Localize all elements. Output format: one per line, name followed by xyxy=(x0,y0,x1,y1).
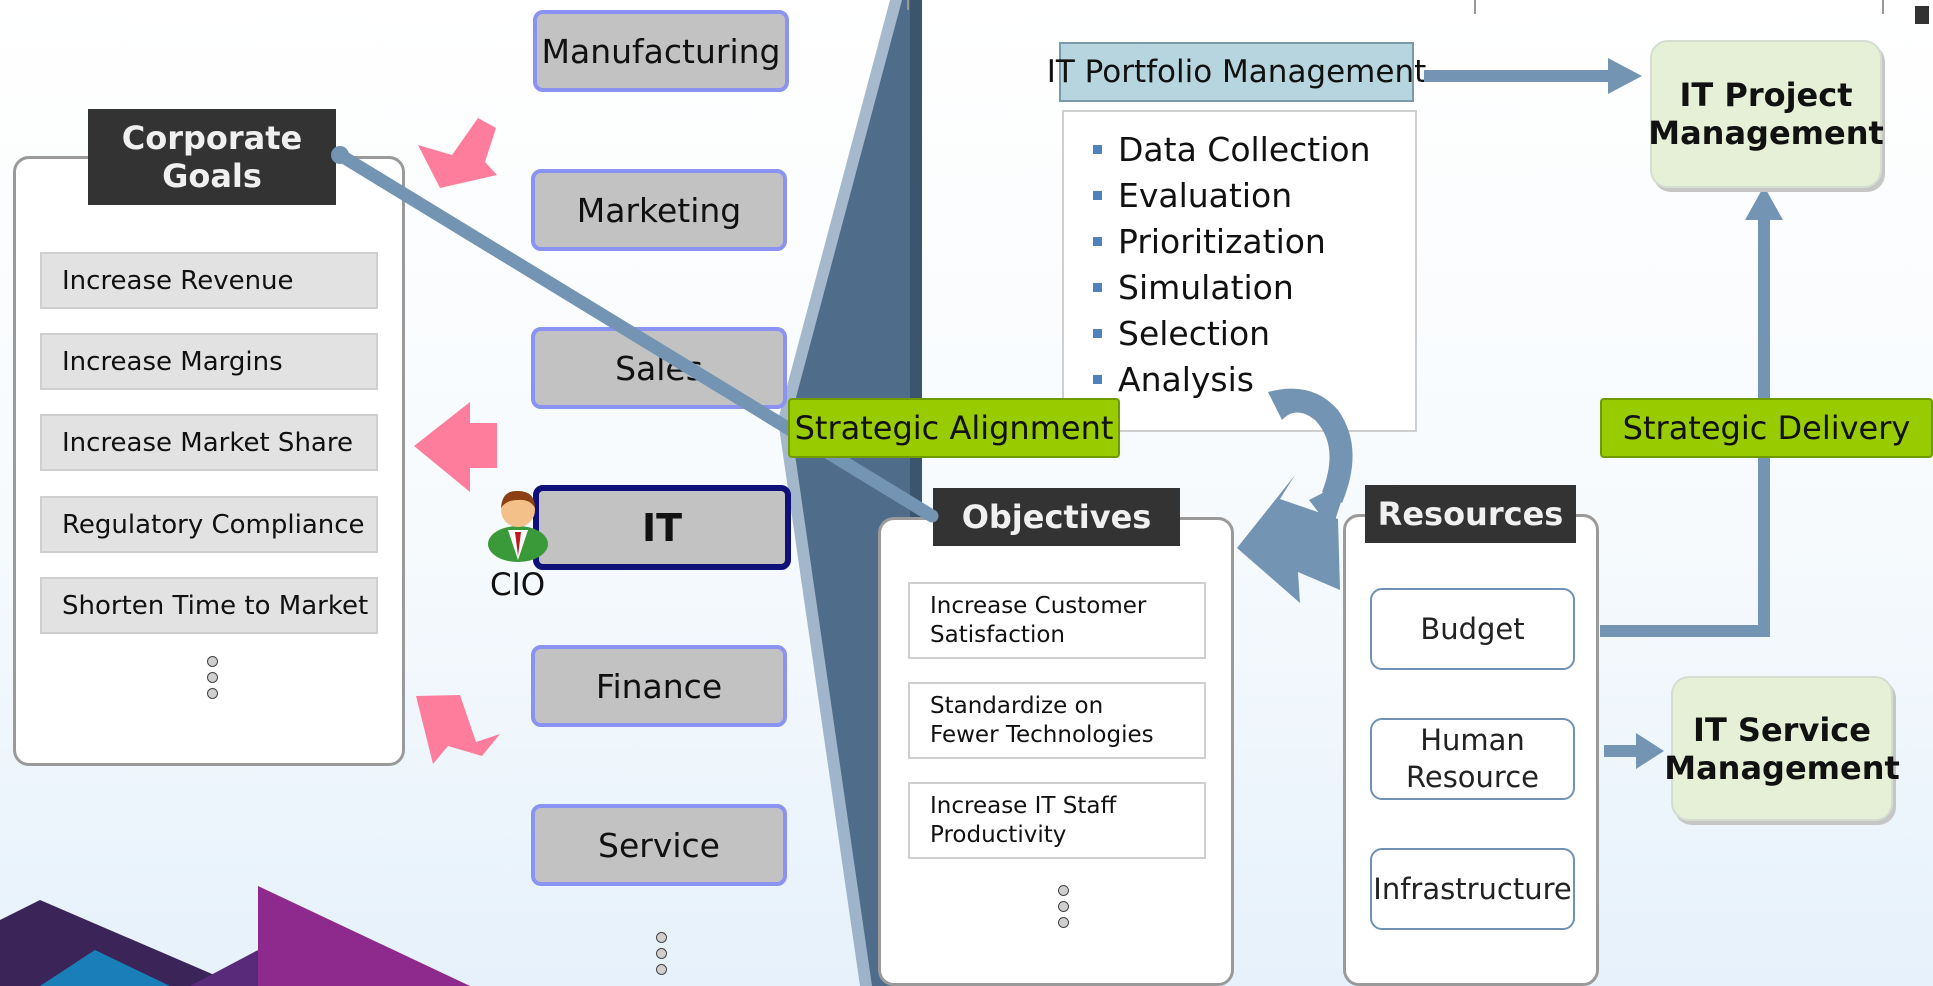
corner-teal xyxy=(40,950,170,986)
strategic-delivery-label: Strategic Delivery xyxy=(1600,398,1933,458)
corner-purple-dark xyxy=(0,900,240,986)
strategic-alignment-label: Strategic Alignment xyxy=(788,398,1120,458)
corner-violet xyxy=(190,950,258,986)
resources-title: Resources xyxy=(1365,485,1576,543)
goal-shorten-time-to-market: Shorten Time to Market xyxy=(40,577,378,634)
objectives-title: Objectives xyxy=(933,488,1180,546)
it-project-management-box: IT Project Management xyxy=(1648,40,1884,188)
goal-increase-revenue: Increase Revenue xyxy=(40,252,378,309)
dept-it: IT xyxy=(533,485,791,570)
corporate-goals-title: Corporate Goals xyxy=(88,109,336,205)
it-service-management-box: IT Service Management xyxy=(1664,676,1900,821)
objective-standardize-fewer-technologies: Standardize on Fewer Technologies xyxy=(908,682,1206,759)
departments-more-ellipsis-icon xyxy=(656,932,667,980)
it-portfolio-management-title: IT Portfolio Management xyxy=(1047,42,1426,102)
edge-mark xyxy=(1915,6,1929,24)
portfolio-item-evaluation: Evaluation xyxy=(1092,176,1293,215)
objective-increase-it-staff-productivity: Increase IT Staff Productivity xyxy=(908,782,1206,859)
dept-finance: Finance xyxy=(531,645,787,727)
portfolio-activities-box: Data Collection Evaluation Prioritizatio… xyxy=(1062,110,1417,432)
portfolio-item-selection: Selection xyxy=(1092,314,1271,353)
goals-more-ellipsis-icon xyxy=(207,656,218,704)
objectives-more-ellipsis-icon xyxy=(1058,885,1069,933)
portfolio-item-prioritization: Prioritization xyxy=(1093,222,1326,261)
cio-label: CIO xyxy=(490,567,546,603)
cio-person-icon xyxy=(488,490,548,562)
objective-increase-customer-satisfaction: Increase Customer Satisfaction xyxy=(908,582,1206,659)
resource-budget: Budget xyxy=(1370,588,1575,670)
dept-service: Service xyxy=(531,804,787,886)
goal-increase-market-share: Increase Market Share xyxy=(40,414,378,471)
resource-human-resource: Human Resource xyxy=(1370,718,1575,800)
goal-regulatory-compliance: Regulatory Compliance xyxy=(40,496,378,553)
portfolio-item-simulation: Simulation xyxy=(1093,268,1294,307)
dept-sales: Sales xyxy=(531,327,787,409)
dept-manufacturing: Manufacturing xyxy=(533,10,789,92)
goal-increase-margins: Increase Margins xyxy=(40,333,378,390)
portfolio-item-analysis: Analysis xyxy=(1093,360,1254,399)
dept-marketing: Marketing xyxy=(531,169,787,251)
resource-infrastructure: Infrastructure xyxy=(1370,848,1575,930)
portfolio-item-data-collection: Data Collection xyxy=(1093,130,1371,169)
corner-magenta xyxy=(258,886,470,986)
